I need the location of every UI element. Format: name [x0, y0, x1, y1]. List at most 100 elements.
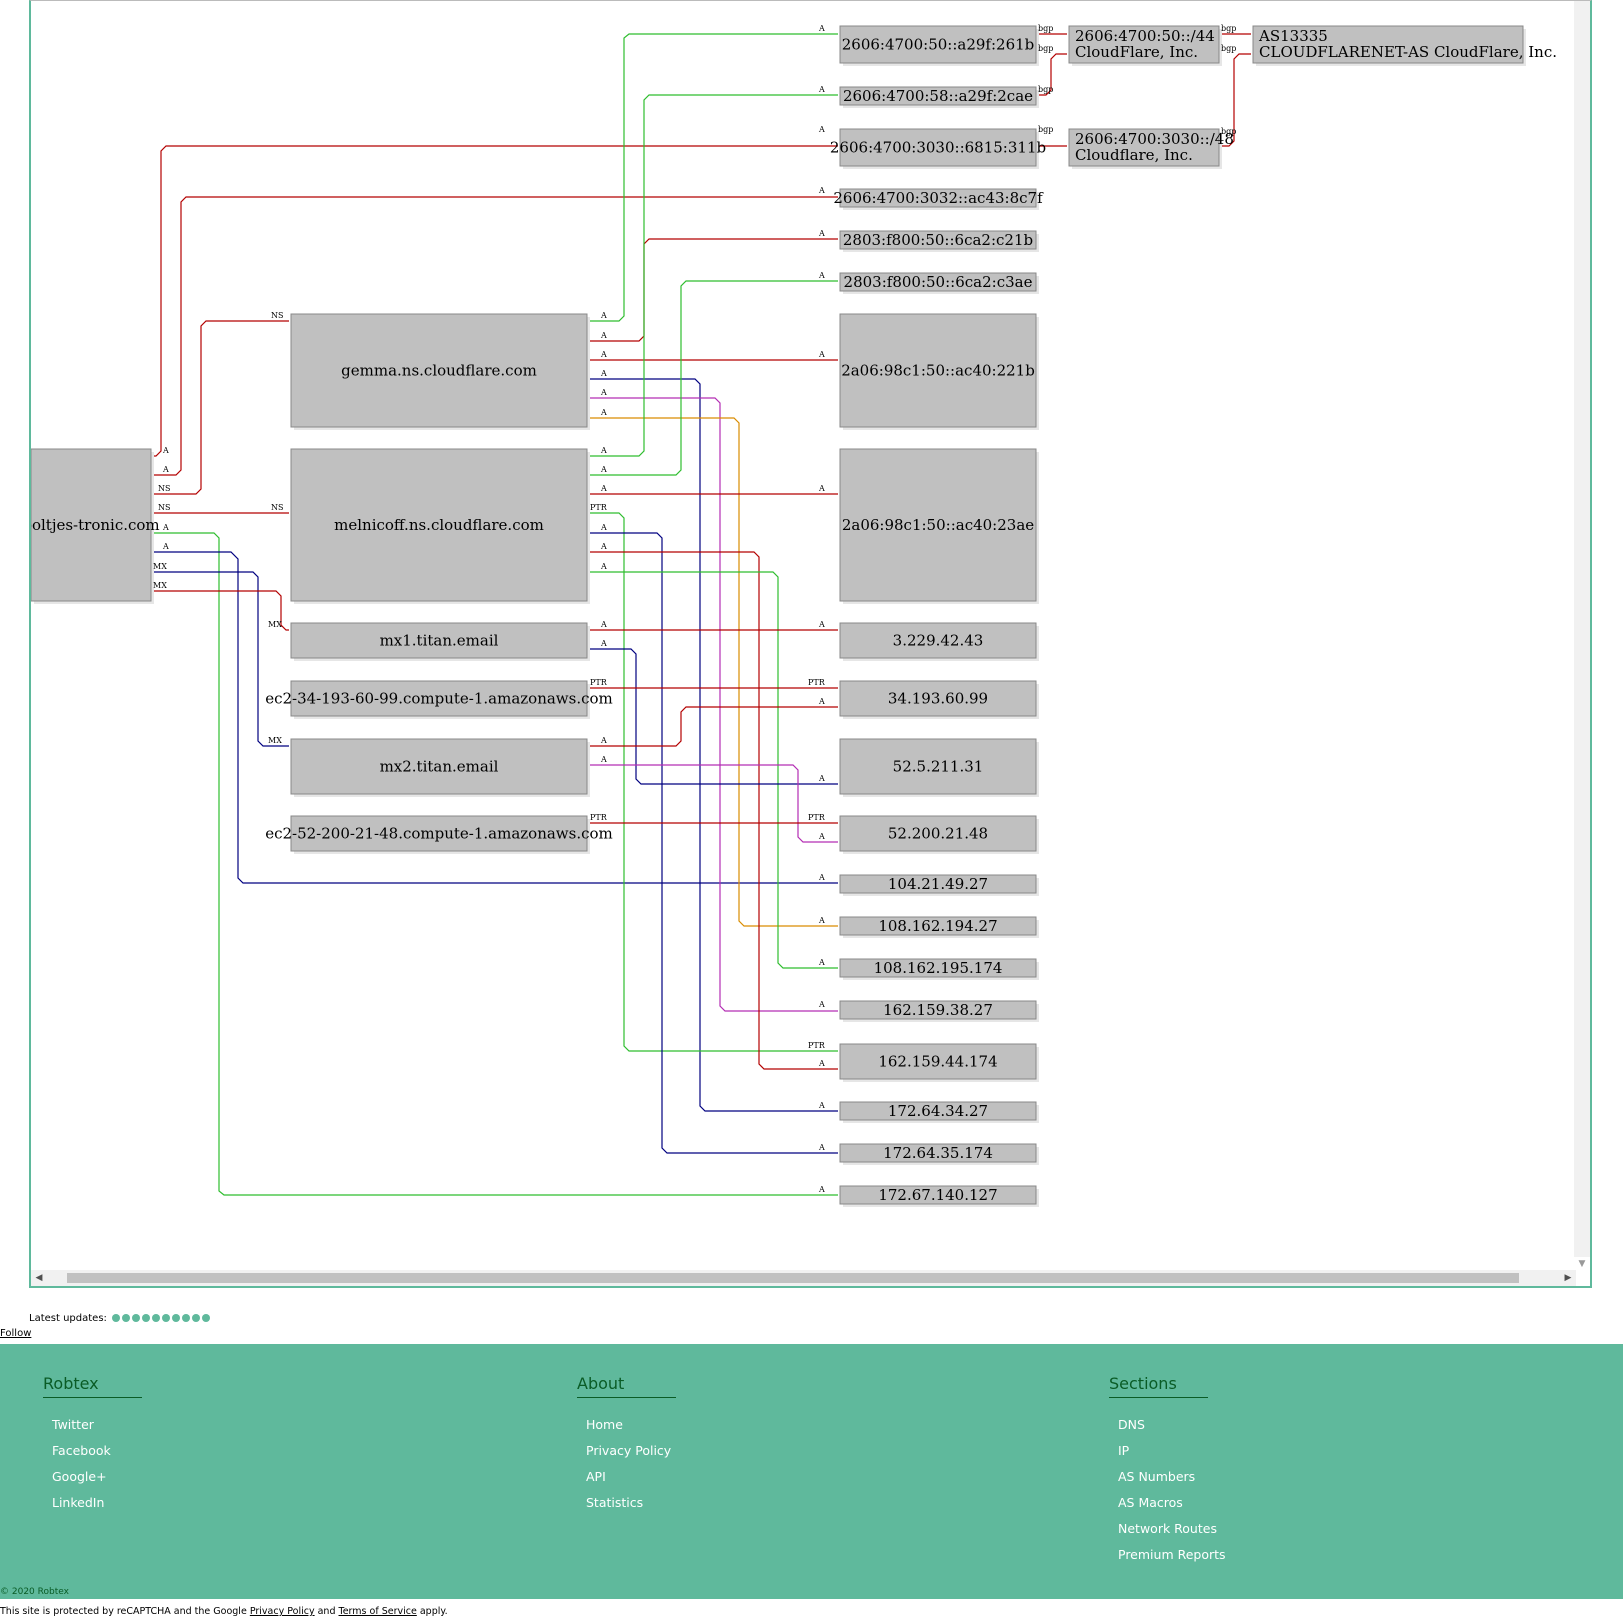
footer-link-network-routes[interactable]: Network Routes — [1118, 1521, 1217, 1536]
recaptcha-terms-link[interactable]: Terms of Service — [338, 1606, 417, 1617]
update-dot[interactable] — [132, 1314, 141, 1322]
footer-link-linkedin[interactable]: LinkedIn — [52, 1495, 105, 1510]
graph-node-ip1[interactable]: 3.229.42.43 — [839, 622, 1039, 661]
edge-label: MX — [268, 620, 282, 629]
graph-node-v6f[interactable]: 2803:f800:50::6ca2:c3ae — [839, 272, 1039, 294]
graph-node-ip11[interactable]: 172.64.35.174 — [839, 1143, 1039, 1165]
scroll-right-arrow-icon[interactable]: ▶ — [1564, 1273, 1572, 1283]
footer-link-home[interactable]: Home — [586, 1417, 623, 1432]
update-dot[interactable] — [152, 1314, 161, 1322]
edge-label: bgp — [1221, 24, 1236, 33]
footer-link-as-macros[interactable]: AS Macros — [1118, 1495, 1183, 1510]
vertical-scrollbar[interactable] — [1574, 1, 1590, 1257]
footer-link-dns[interactable]: DNS — [1118, 1417, 1145, 1432]
graph-node-ip10[interactable]: 172.64.34.27 — [839, 1101, 1039, 1123]
edge-label: A — [600, 331, 607, 340]
graph-node-ip3[interactable]: 52.5.211.31 — [839, 738, 1039, 797]
footer-link-api[interactable]: API — [586, 1469, 606, 1484]
footer-link-privacy-policy[interactable]: Privacy Policy — [586, 1443, 672, 1458]
graph-node-boltjes[interactable]: boltjes-tronic.com — [31, 448, 160, 604]
graph-node-ip8[interactable]: 162.159.38.27 — [839, 1000, 1039, 1022]
graph-node-melnicoff[interactable]: melnicoff.ns.cloudflare.com — [290, 448, 590, 604]
graph-node-label: 2606:4700:50::a29f:261b — [842, 36, 1035, 54]
follow-link[interactable]: Follow — [0, 1328, 32, 1339]
graph-node-label: 52.200.21.48 — [888, 825, 988, 843]
footer-col-robtex: Robtex Twitter Facebook Google+ LinkedIn — [43, 1374, 142, 1520]
graph-node-ip6[interactable]: 108.162.194.27 — [839, 916, 1039, 938]
footer-link-twitter[interactable]: Twitter — [52, 1417, 94, 1432]
graph-node-label: 172.64.34.27 — [888, 1102, 988, 1120]
graph-edge — [587, 238, 838, 342]
graph-node-label: 162.159.38.27 — [883, 1001, 993, 1019]
graph-viewer[interactable]: boltjes-tronic.com gemma.ns.cloudflare.co… — [29, 0, 1592, 1288]
scroll-left-arrow-icon[interactable]: ◀ — [35, 1273, 43, 1283]
graph-node-mx1[interactable]: mx1.titan.email — [290, 622, 590, 661]
edge-label: MX — [268, 736, 282, 745]
graph-node-v6e[interactable]: 2803:f800:50::6ca2:c21b — [839, 230, 1039, 252]
graph-node-ip2[interactable]: 34.193.60.99 — [839, 680, 1039, 719]
graph-node-mx2[interactable]: mx2.titan.email — [290, 738, 590, 797]
horizontal-scrollbar-thumb[interactable] — [67, 1273, 1519, 1283]
graph-node-label: 2803:f800:50::6ca2:c21b — [843, 231, 1033, 249]
edge-label: A — [818, 484, 825, 493]
update-dots — [110, 1313, 211, 1324]
footer-link-premium-reports[interactable]: Premium Reports — [1118, 1547, 1226, 1562]
graph-node-v6c[interactable]: 2606:4700:3030::6815:311b — [830, 128, 1046, 169]
graph-node-ip7[interactable]: 108.162.195.174 — [839, 958, 1039, 980]
footer-link-as-numbers[interactable]: AS Numbers — [1118, 1469, 1196, 1484]
graph-edge — [587, 397, 838, 1012]
graph-edge-labels: AANSNSAAMXMXNSNSMXMXAAAAAAAAAPTRAAAAAPTR… — [153, 24, 1236, 1194]
update-dot[interactable] — [172, 1314, 181, 1322]
footer-col-about: About Home Privacy Policy API Statistics — [577, 1374, 676, 1520]
update-dot[interactable] — [182, 1314, 191, 1322]
edge-label: bgp — [1221, 127, 1236, 136]
update-dot[interactable] — [162, 1314, 171, 1322]
graph-node-v6a[interactable]: 2606:4700:50::a29f:261b — [839, 25, 1039, 66]
edge-label: A — [818, 125, 825, 134]
edge-label: A — [818, 832, 825, 841]
edge-label: A — [818, 271, 825, 280]
graph-edge — [151, 532, 838, 1196]
edge-label: A — [818, 186, 825, 195]
graph-node-ip4[interactable]: 52.200.21.48 — [839, 815, 1039, 854]
update-dot[interactable] — [112, 1314, 121, 1322]
graph-node-gemma[interactable]: gemma.ns.cloudflare.com — [290, 313, 590, 430]
graph-node-ec2a[interactable]: ec2-34-193-60-99.compute-1.amazonaws.com — [265, 680, 613, 719]
graph-node-v6h[interactable]: 2a06:98c1:50::ac40:23ae — [839, 448, 1039, 604]
edge-label: PTR — [590, 678, 608, 687]
update-dot[interactable] — [122, 1314, 131, 1322]
graph-edge — [151, 320, 289, 495]
scroll-down-arrow-icon[interactable]: ▼ — [1578, 1259, 1586, 1269]
graph-node-v6b[interactable]: 2606:4700:58::a29f:2cae — [839, 86, 1039, 108]
edge-label: bgp — [1038, 24, 1053, 33]
update-dot[interactable] — [142, 1314, 151, 1322]
edge-label: A — [818, 1101, 825, 1110]
edge-label: bgp — [1038, 85, 1053, 94]
graph-node-ec2b[interactable]: ec2-52-200-21-48.compute-1.amazonaws.com — [265, 815, 613, 854]
graph-node-label: AS13335 — [1258, 27, 1328, 45]
graph-node-v6g[interactable]: 2a06:98c1:50::ac40:221b — [839, 313, 1039, 430]
graph-node-label: 172.64.35.174 — [883, 1144, 993, 1162]
footer-link-ip[interactable]: IP — [1118, 1443, 1130, 1458]
graph-edge — [587, 280, 838, 476]
graph-node-v6d[interactable]: 2606:4700:3032::ac43:8c7f — [833, 188, 1044, 210]
update-dot[interactable] — [202, 1314, 211, 1322]
footer-link-googleplus[interactable]: Google+ — [52, 1469, 107, 1484]
edge-label: A — [818, 873, 825, 882]
graph-node-ip5[interactable]: 104.21.49.27 — [839, 874, 1039, 896]
update-dot[interactable] — [192, 1314, 201, 1322]
edge-label: A — [600, 388, 607, 397]
graph-node-ip9[interactable]: 162.159.44.174 — [839, 1043, 1039, 1082]
footer-link-facebook[interactable]: Facebook — [52, 1443, 111, 1458]
footer-link-statistics[interactable]: Statistics — [586, 1495, 644, 1510]
edge-label: A — [818, 1059, 825, 1068]
graph-node-label: 108.162.195.174 — [874, 959, 1003, 977]
recaptcha-privacy-link[interactable]: Privacy Policy — [249, 1606, 315, 1617]
graph-node-ip12[interactable]: 172.67.140.127 — [839, 1185, 1039, 1207]
horizontal-scrollbar[interactable]: ◀ ▶ — [31, 1270, 1576, 1286]
graph-edge — [151, 196, 838, 476]
graph-node-label: 52.5.211.31 — [893, 758, 984, 776]
